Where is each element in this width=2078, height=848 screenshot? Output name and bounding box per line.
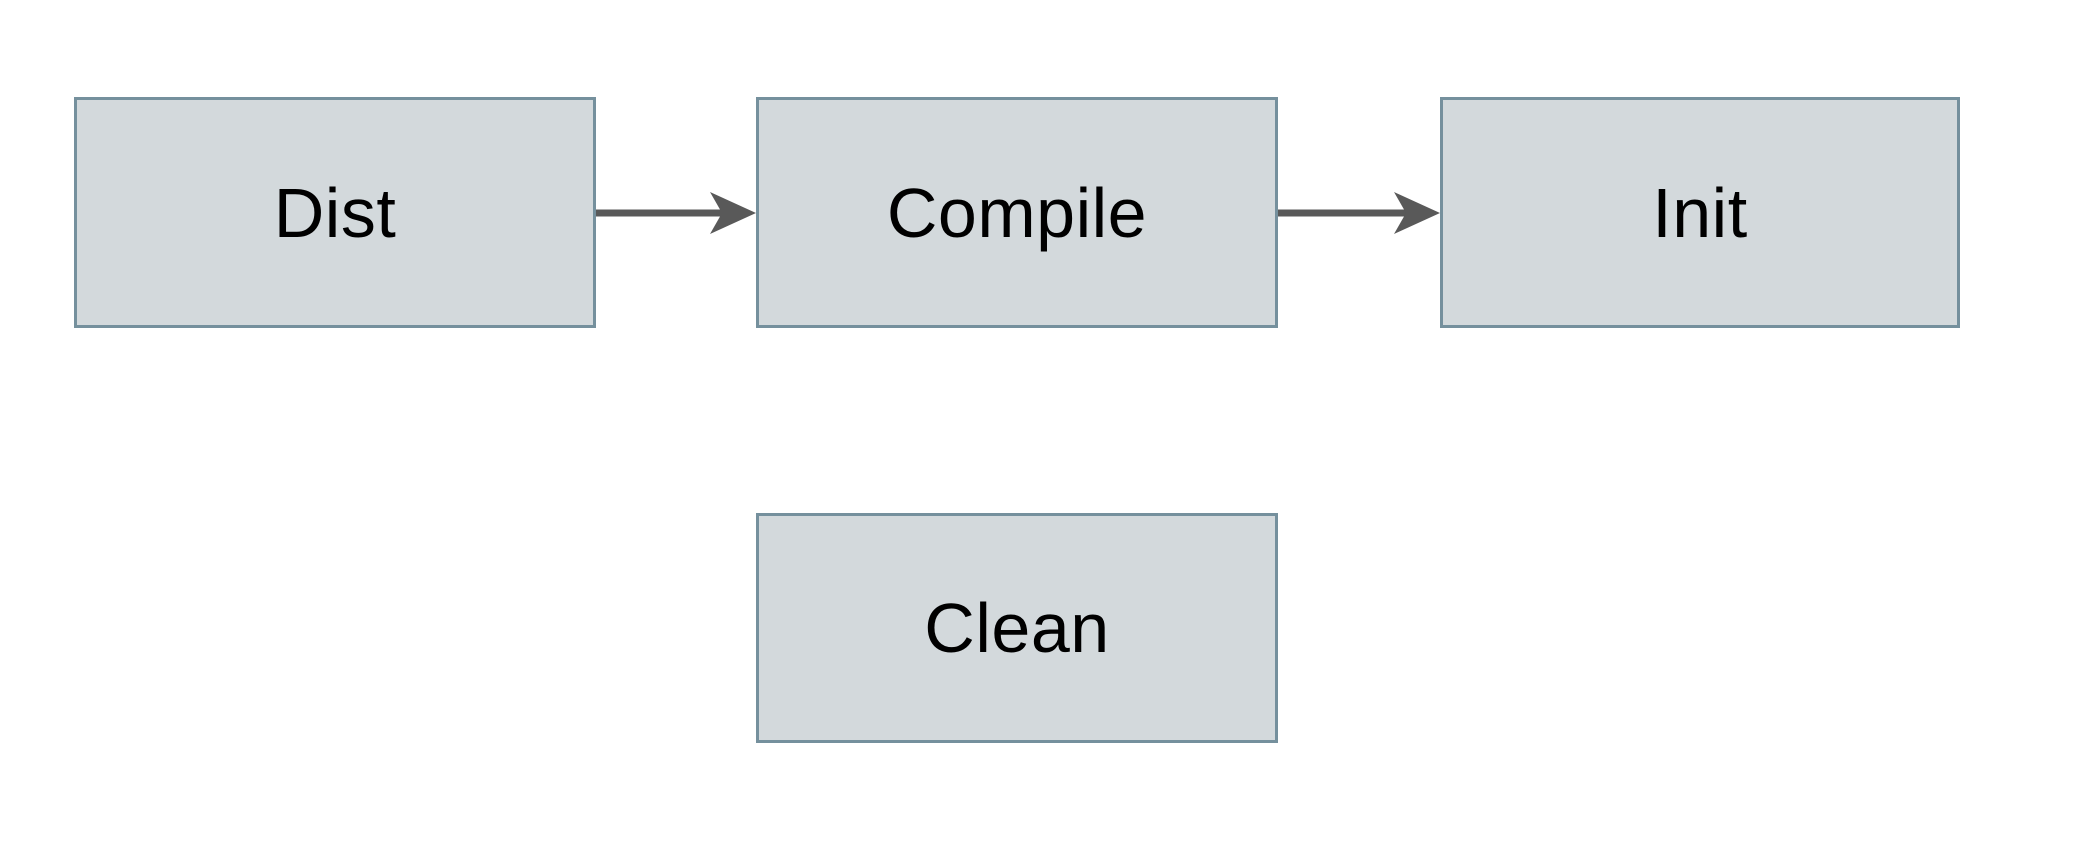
node-init-label: Init (1652, 173, 1748, 252)
node-dist: Dist (74, 97, 596, 328)
node-compile: Compile (756, 97, 1278, 328)
arrowhead-icon (710, 192, 756, 234)
node-dist-label: Dist (273, 173, 397, 252)
arrow-compile-to-init (1278, 192, 1440, 234)
node-clean-label: Clean (924, 589, 1110, 667)
node-compile-label: Compile (886, 173, 1148, 252)
node-init: Init (1440, 97, 1960, 328)
arrowhead-icon (1394, 192, 1440, 234)
arrow-dist-to-compile (596, 192, 756, 234)
node-clean: Clean (756, 513, 1278, 743)
